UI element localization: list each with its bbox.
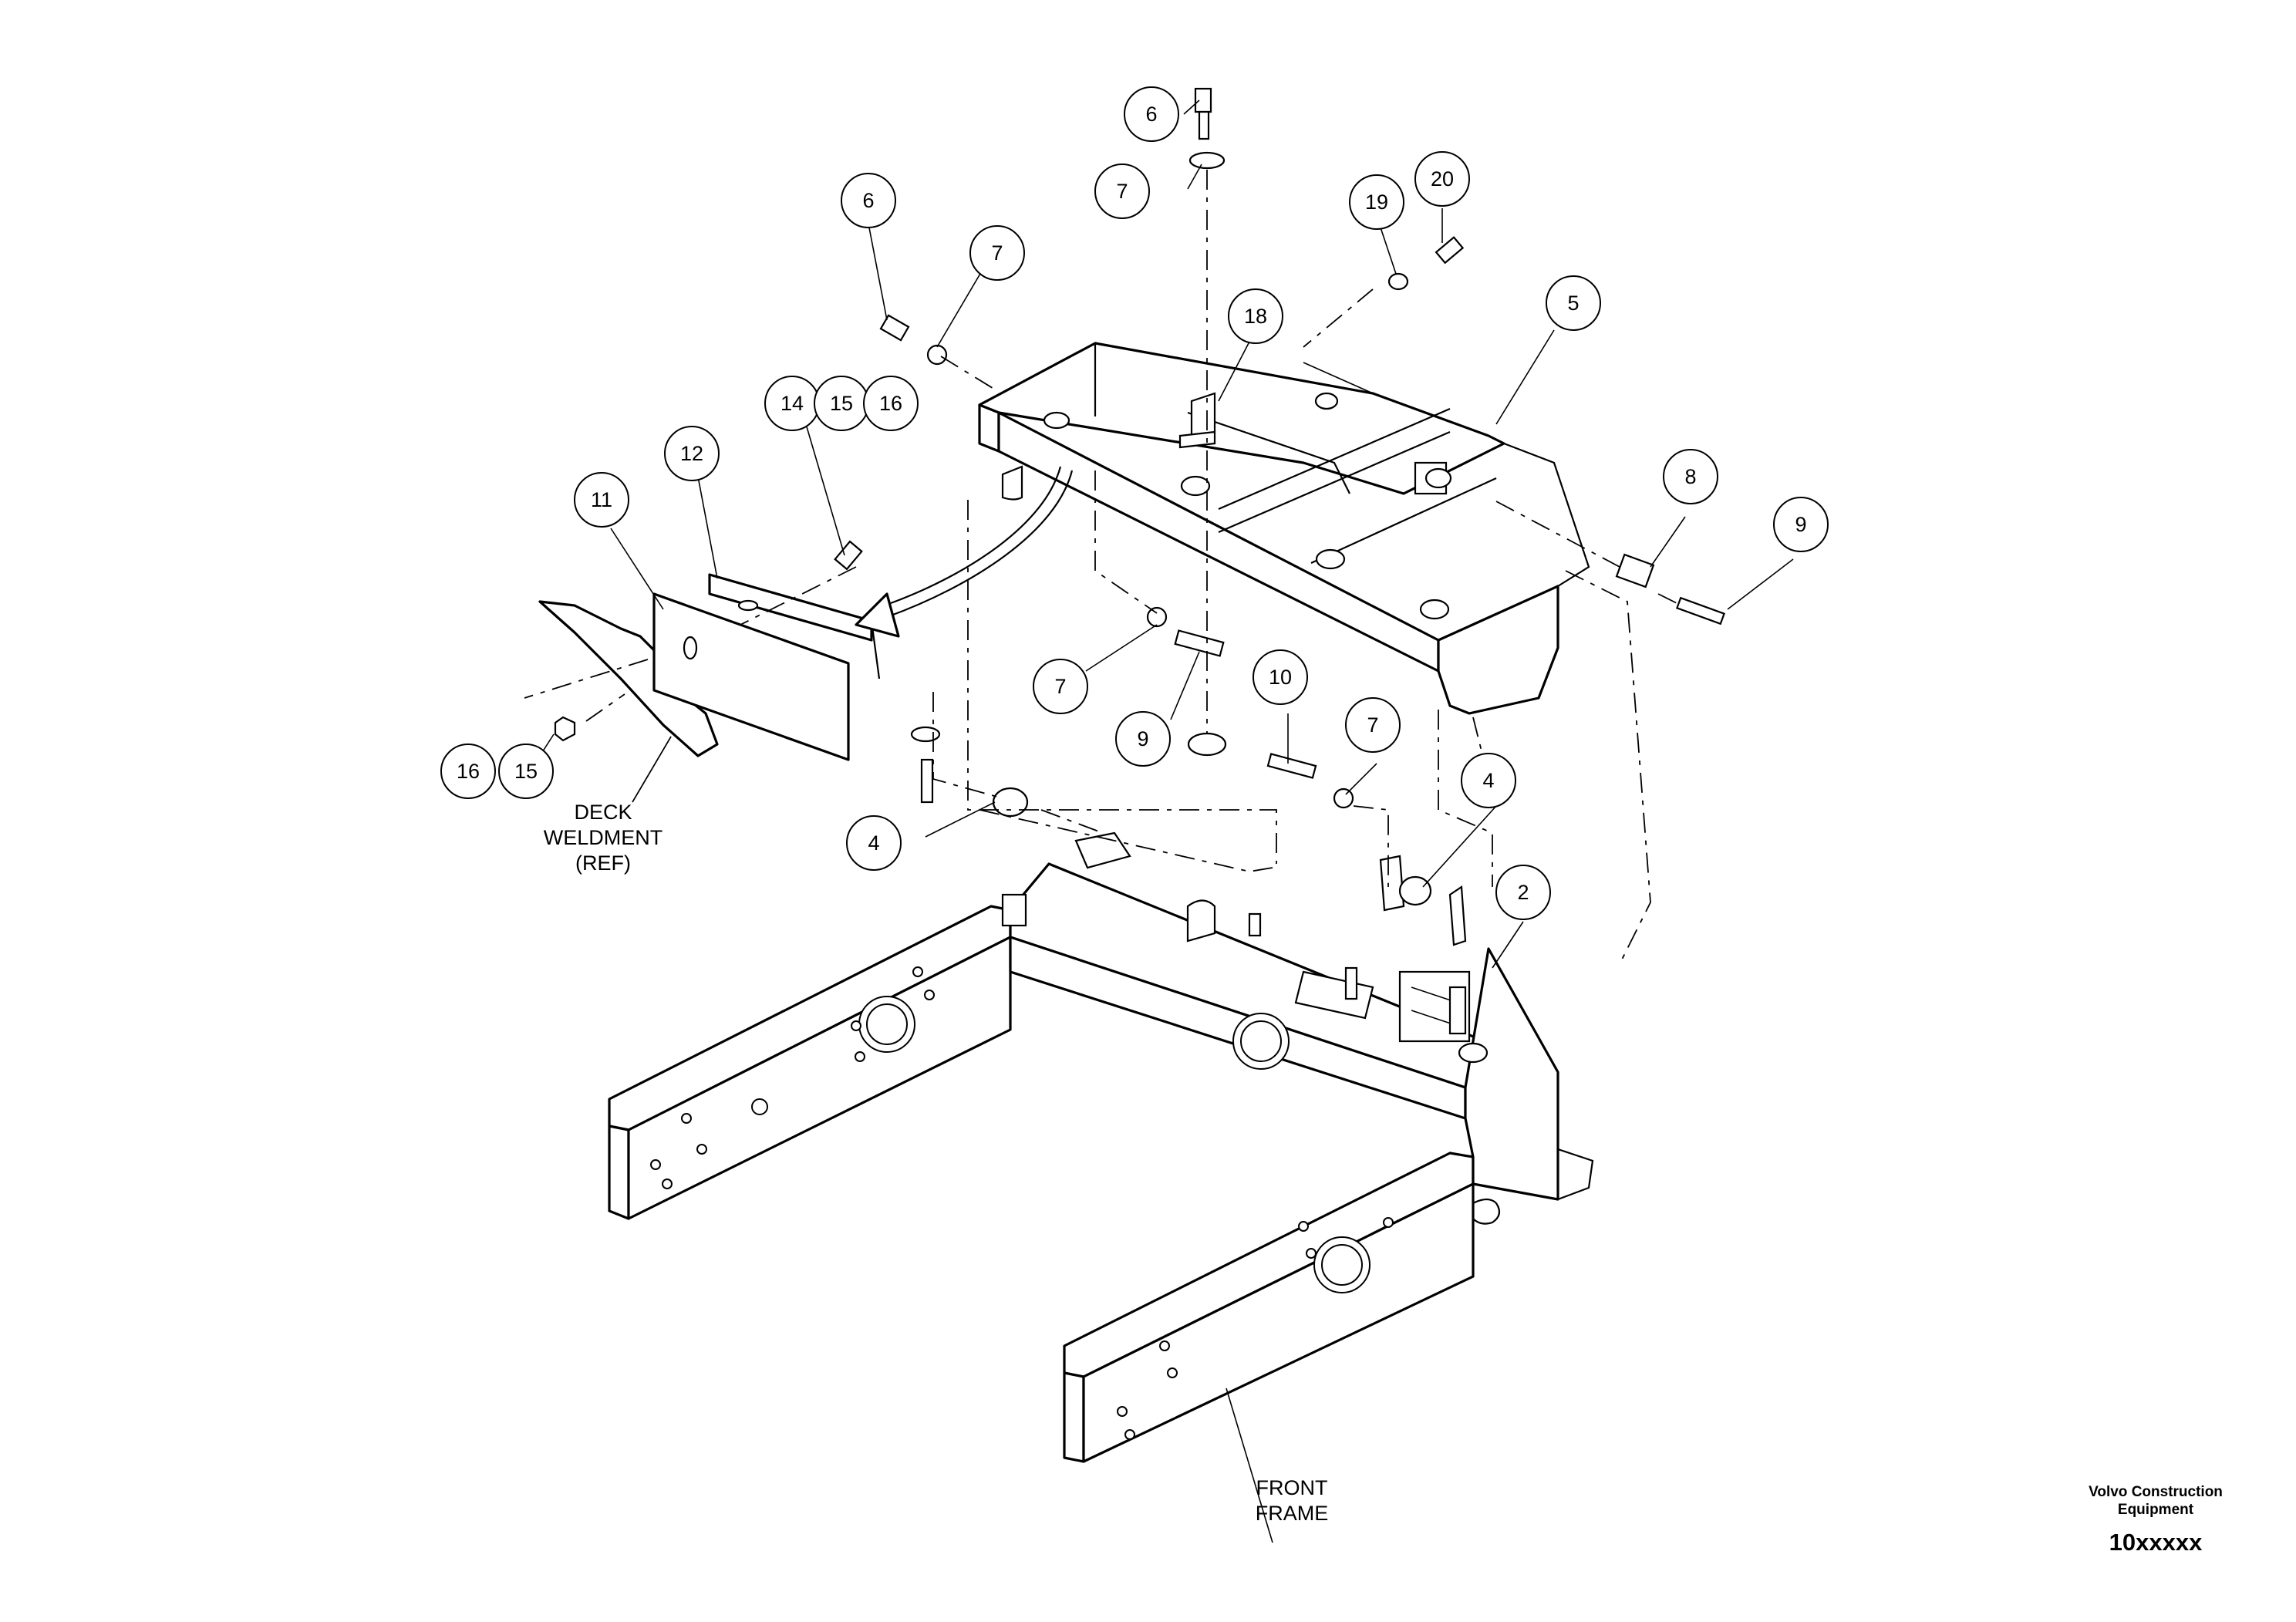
callout-7-right: 7 xyxy=(1345,697,1401,753)
callout-16-top: 16 xyxy=(863,376,919,431)
callout-2: 2 xyxy=(1495,865,1551,920)
platform-weldment xyxy=(978,342,1590,715)
svg-text:16: 16 xyxy=(879,392,902,415)
svg-text:7: 7 xyxy=(991,241,1003,265)
curved-arrow xyxy=(855,466,1074,638)
svg-text:18: 18 xyxy=(1244,305,1267,328)
frame-label-line-2: FRAME xyxy=(1256,1502,1329,1525)
svg-text:15: 15 xyxy=(514,760,538,783)
callout-14: 14 xyxy=(764,376,820,431)
front-frame xyxy=(608,831,1594,1463)
callout-19: 19 xyxy=(1349,174,1404,230)
brand-line-1: Volvo Construction xyxy=(2089,1484,2223,1500)
front-frame-label: FRONT FRAME xyxy=(1256,1476,1329,1525)
svg-text:7: 7 xyxy=(1054,675,1066,698)
svg-text:7: 7 xyxy=(1367,713,1378,737)
callout-15-top: 15 xyxy=(814,376,869,431)
callout-20: 20 xyxy=(1414,151,1470,207)
brand-line-2: Equipment xyxy=(2118,1502,2194,1518)
callouts: 6 7 6 7 19 20 18 5 14 15 16 12 11 8 9 7 … xyxy=(440,86,1829,920)
svg-text:12: 12 xyxy=(680,442,703,465)
svg-text:11: 11 xyxy=(591,488,612,511)
drawing-code: 10xxxxx xyxy=(2109,1529,2203,1556)
callout-7-top: 7 xyxy=(1094,164,1150,219)
svg-text:4: 4 xyxy=(868,831,879,855)
svg-text:20: 20 xyxy=(1431,167,1454,191)
deck-label-line-3: (REF) xyxy=(575,851,631,875)
svg-text:8: 8 xyxy=(1684,465,1696,488)
svg-text:7: 7 xyxy=(1116,180,1128,203)
callout-11: 11 xyxy=(574,472,629,528)
callout-15-bottom: 15 xyxy=(498,744,554,799)
svg-text:5: 5 xyxy=(1567,292,1579,315)
svg-text:4: 4 xyxy=(1482,769,1494,792)
callout-6-top: 6 xyxy=(1124,86,1179,142)
callout-12: 12 xyxy=(664,426,720,481)
callout-6-left: 6 xyxy=(841,173,896,228)
footer-brand: Volvo Construction Equipment 10xxxxx xyxy=(2089,1484,2223,1556)
svg-text:6: 6 xyxy=(1145,103,1157,126)
svg-text:15: 15 xyxy=(830,392,853,415)
svg-text:10: 10 xyxy=(1269,666,1292,689)
callout-10: 10 xyxy=(1253,649,1308,705)
callout-4-left: 4 xyxy=(846,815,902,871)
hardware xyxy=(554,87,1725,906)
svg-text:2: 2 xyxy=(1517,881,1529,904)
callout-4-right: 4 xyxy=(1461,753,1516,808)
callout-16-bottom: 16 xyxy=(440,744,496,799)
deck-plates xyxy=(538,573,881,761)
callout-8: 8 xyxy=(1663,449,1718,504)
deck-label-line-2: WELDMENT xyxy=(544,826,663,849)
svg-text:9: 9 xyxy=(1137,727,1148,750)
svg-text:9: 9 xyxy=(1795,513,1806,536)
frame-label-line-1: FRONT xyxy=(1256,1476,1328,1499)
svg-text:6: 6 xyxy=(862,189,874,212)
deck-weldment-label: DECK WELDMENT (REF) xyxy=(544,736,672,875)
deck-label-line-1: DECK xyxy=(574,801,632,824)
callout-9-right: 9 xyxy=(1773,497,1829,552)
callout-9-center: 9 xyxy=(1115,711,1171,767)
callout-7-center: 7 xyxy=(1033,659,1088,714)
callout-7-left: 7 xyxy=(969,225,1025,281)
svg-text:16: 16 xyxy=(457,760,480,783)
assembly-lines xyxy=(524,170,1682,965)
callout-18: 18 xyxy=(1228,288,1283,344)
leader-lines xyxy=(539,99,1794,1543)
callout-5: 5 xyxy=(1546,275,1601,331)
svg-text:19: 19 xyxy=(1365,191,1388,214)
svg-text:14: 14 xyxy=(781,392,804,415)
